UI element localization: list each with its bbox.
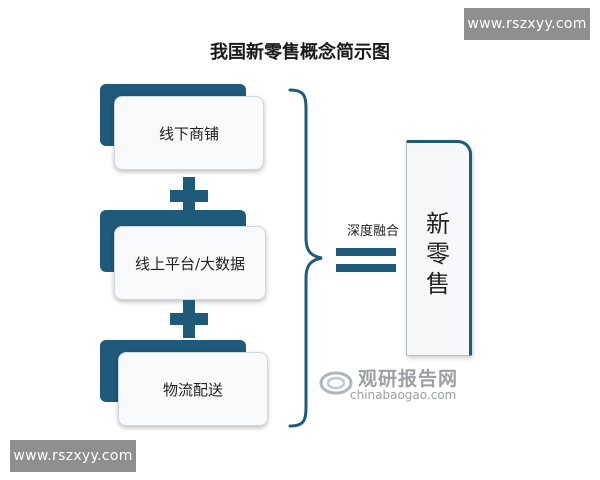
- new-retail-label: 新 零 售: [407, 209, 469, 299]
- equals-bar-bottom: [336, 264, 396, 272]
- logo-domain-text: chinabaogao.com: [350, 388, 457, 402]
- new-retail-char-2: 零: [426, 240, 450, 268]
- merge-label: 深度融合: [346, 224, 399, 239]
- box-offline-stores: 线下商铺: [100, 84, 270, 176]
- plus-icon-2: [170, 300, 208, 338]
- new-retail-char-3: 售: [426, 270, 450, 298]
- watermark-top: www.rszxyy.com: [464, 8, 590, 40]
- new-retail-char-1: 新: [426, 210, 450, 238]
- diagram-title: 我国新零售概念简示图: [210, 42, 390, 63]
- box-online-platform-label: 线上平台/大数据: [114, 226, 266, 300]
- watermark-bottom: www.rszxyy.com: [10, 440, 136, 472]
- chinabaogao-logo: 观研报告网 chinabaogao.com: [318, 364, 478, 404]
- curly-brace-icon: [288, 88, 323, 428]
- logo-chinese-text: 观研报告网: [358, 368, 459, 390]
- logo-swirl-icon: [319, 371, 353, 395]
- box-online-platform: 线上平台/大数据: [100, 210, 270, 302]
- equals-icon: [336, 248, 396, 274]
- box-offline-stores-label: 线下商铺: [114, 96, 264, 170]
- plus-icon-1: [170, 177, 208, 215]
- equals-bar-top: [336, 248, 396, 256]
- new-retail-box: 新 零 售: [406, 140, 472, 356]
- box-logistics: 物流配送: [100, 340, 270, 432]
- box-logistics-label: 物流配送: [118, 352, 268, 426]
